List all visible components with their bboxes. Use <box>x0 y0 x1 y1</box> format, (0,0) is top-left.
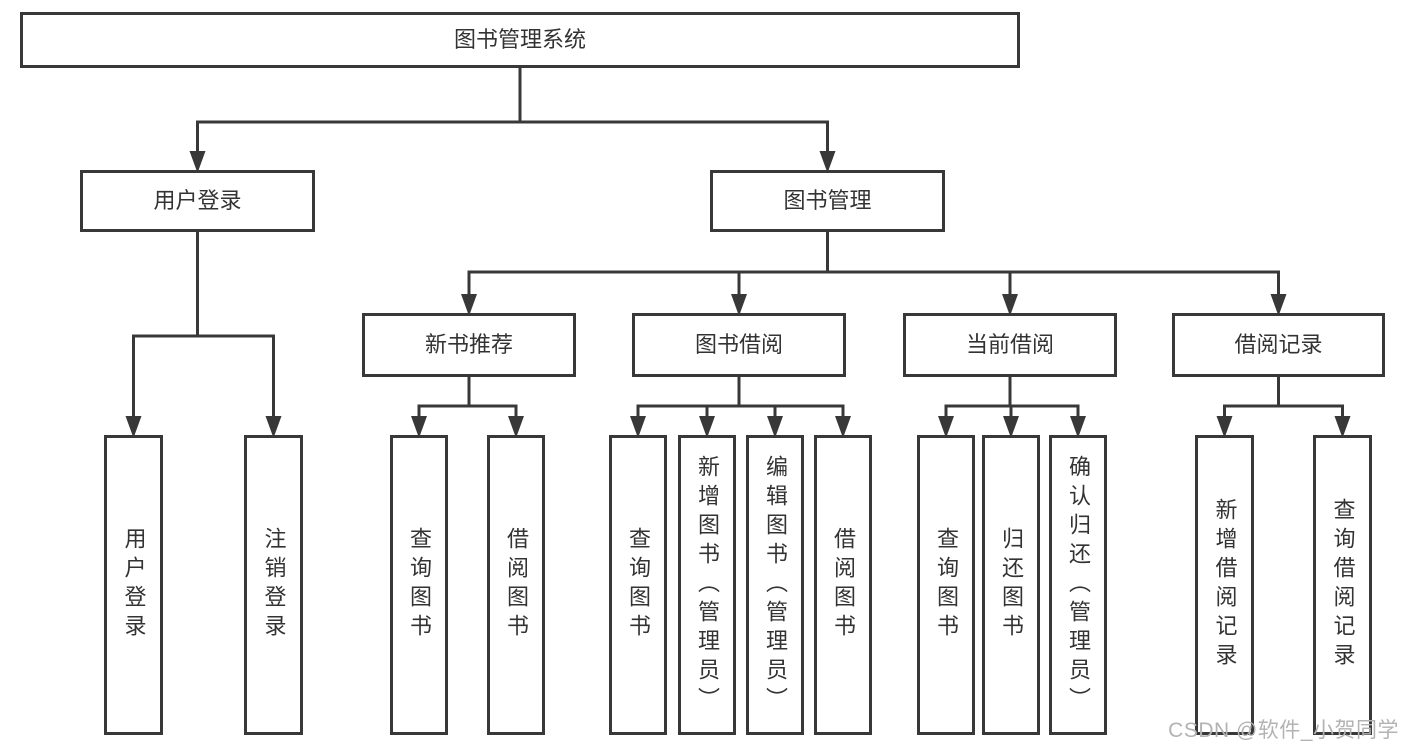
node-label-leaf-borrow-books: 借阅图书 <box>831 527 856 643</box>
node-current-borrow: 当前借阅 <box>903 313 1117 377</box>
node-label-leaf-query-books-rec: 查询图书 <box>407 527 432 643</box>
node-label-new-book-rec: 新书推荐 <box>424 331 513 357</box>
node-label-leaf-query-books-cur: 查询图书 <box>934 527 959 643</box>
arrowhead-icon <box>461 294 477 316</box>
arrowhead-icon <box>835 416 851 438</box>
node-label-leaf-confirm-return: 确认归还（管理员） <box>1066 454 1091 716</box>
arrowhead-icon <box>767 416 783 438</box>
node-user-login: 用户登录 <box>80 170 315 232</box>
node-label-user-login: 用户登录 <box>153 187 242 213</box>
node-leaf-return-books: 归还图书 <box>982 435 1040 735</box>
arrowhead-icon <box>819 151 836 173</box>
arrowhead-icon <box>1270 294 1287 316</box>
node-leaf-logout: 注销登录 <box>244 435 303 735</box>
node-label-leaf-return-books: 归还图书 <box>999 527 1024 643</box>
arrowhead-icon <box>1216 416 1233 438</box>
arrowhead-icon <box>699 416 715 438</box>
node-book-mgmt: 图书管理 <box>710 170 945 232</box>
arrowhead-icon <box>731 294 747 316</box>
arrowhead-icon <box>1003 416 1019 438</box>
arrowhead-icon <box>1334 416 1351 438</box>
node-label-leaf-add-borrow-rec: 新增借阅记录 <box>1212 498 1238 672</box>
node-new-book-rec: 新书推荐 <box>362 313 576 377</box>
arrowhead-icon <box>508 416 524 438</box>
node-label-current-borrow: 当前借阅 <box>965 331 1054 357</box>
node-book-borrow: 图书借阅 <box>632 313 846 377</box>
node-borrow-records: 借阅记录 <box>1172 313 1385 377</box>
node-label-leaf-logout: 注销登录 <box>261 527 287 643</box>
node-label-book-borrow: 图书借阅 <box>694 331 783 357</box>
node-label-root: 图书管理系统 <box>453 26 586 52</box>
node-leaf-borrow-books-rec: 借阅图书 <box>487 435 545 735</box>
node-label-leaf-user-login: 用户登录 <box>121 527 147 643</box>
arrowhead-icon <box>1002 294 1018 316</box>
node-label-leaf-edit-books: 编辑图书（管理员） <box>763 454 788 716</box>
arrowhead-icon <box>1070 416 1086 438</box>
node-leaf-borrow-books: 借阅图书 <box>814 435 872 735</box>
node-leaf-query-borrow-rec: 查询借阅记录 <box>1313 435 1372 735</box>
arrowhead-icon <box>265 416 282 438</box>
node-leaf-add-books: 新增图书（管理员） <box>678 435 736 735</box>
node-label-leaf-query-books-borrow: 查询图书 <box>626 527 651 643</box>
node-label-book-mgmt: 图书管理 <box>783 187 872 213</box>
watermark-text: CSDN @软件_小贺同学 <box>1168 719 1399 742</box>
node-label-leaf-add-books: 新增图书（管理员） <box>695 454 720 716</box>
node-root: 图书管理系统 <box>20 12 1020 68</box>
node-label-leaf-query-borrow-rec: 查询借阅记录 <box>1330 498 1356 672</box>
node-leaf-query-books-borrow: 查询图书 <box>609 435 667 735</box>
node-label-borrow-records: 借阅记录 <box>1234 331 1323 357</box>
node-leaf-edit-books: 编辑图书（管理员） <box>746 435 804 735</box>
node-leaf-confirm-return: 确认归还（管理员） <box>1049 435 1107 735</box>
arrowhead-icon <box>938 416 954 438</box>
node-leaf-query-books-cur: 查询图书 <box>917 435 975 735</box>
node-leaf-user-login: 用户登录 <box>104 435 163 735</box>
arrowhead-icon <box>411 416 427 438</box>
node-leaf-add-borrow-rec: 新增借阅记录 <box>1195 435 1254 735</box>
node-label-leaf-borrow-books-rec: 借阅图书 <box>504 527 529 643</box>
arrowhead-icon <box>125 416 142 438</box>
node-leaf-query-books-rec: 查询图书 <box>390 435 448 735</box>
arrowhead-icon <box>630 416 646 438</box>
arrowhead-icon <box>189 151 206 173</box>
